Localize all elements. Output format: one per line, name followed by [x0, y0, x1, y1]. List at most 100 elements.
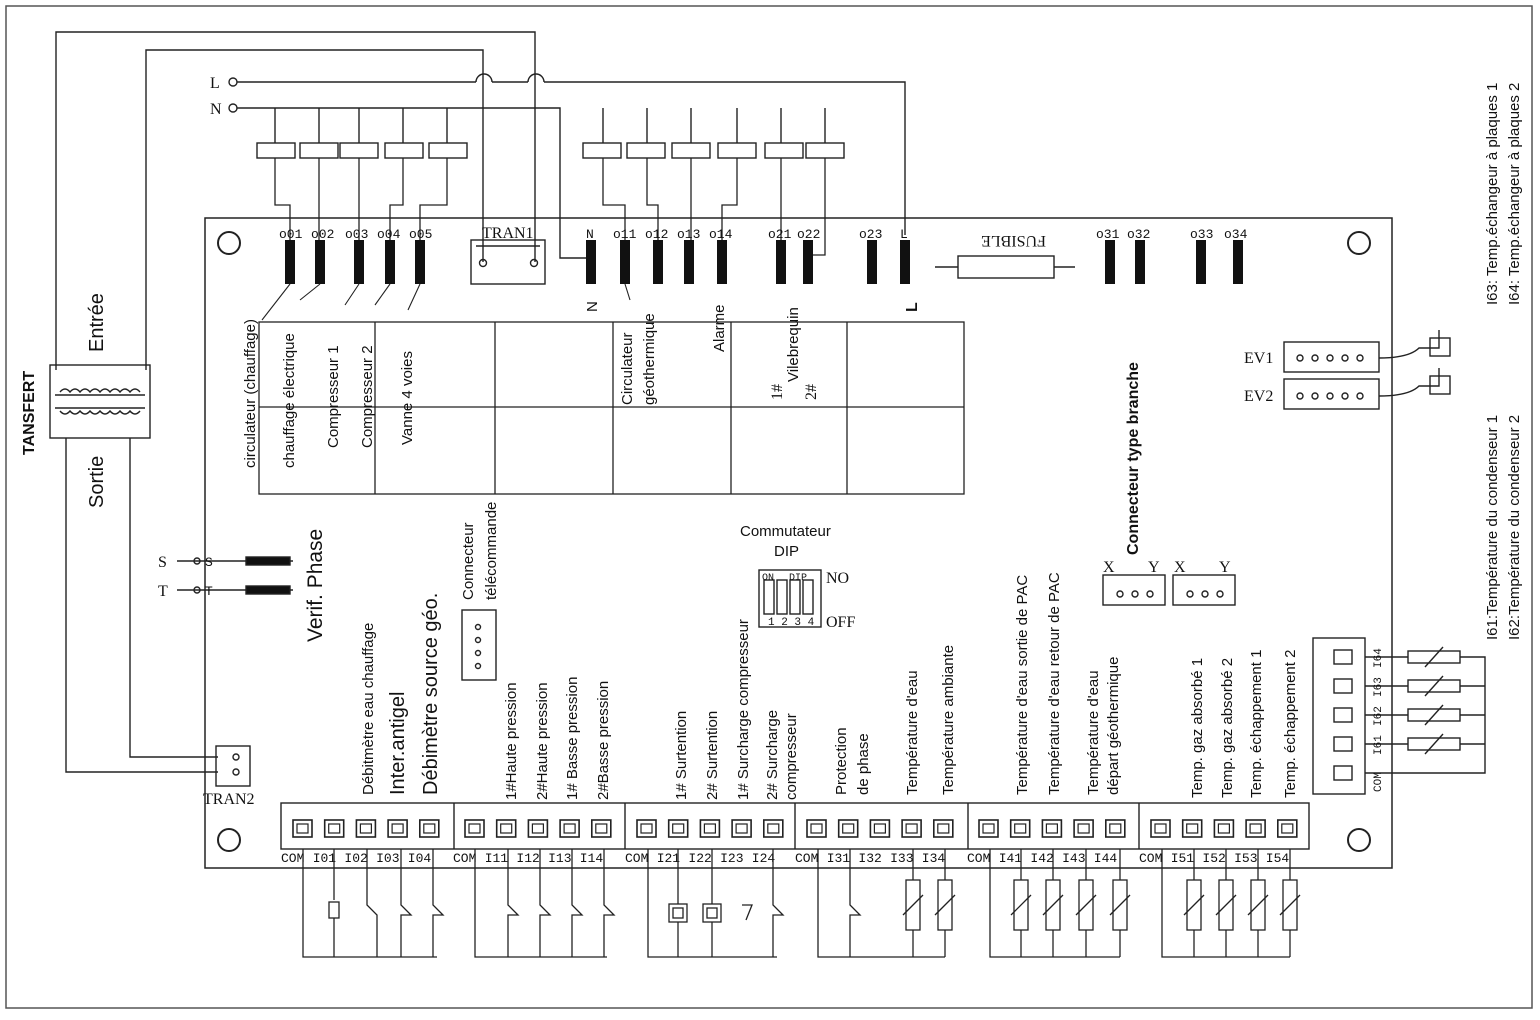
input-terminal — [495, 819, 517, 838]
input-pin-label: I43 — [1062, 851, 1085, 866]
input-debitmetre-chauffage: Débitmètre eau chauffage — [360, 623, 377, 795]
input-terminal-inner — [810, 823, 823, 834]
output-vilebrequin-2: 2# — [803, 384, 820, 400]
input-pin-label: I52 — [1202, 851, 1225, 866]
bottom-connector-strip — [280, 802, 1310, 850]
pin-label: o14 — [709, 227, 733, 242]
input-terminal-inner — [1077, 823, 1090, 834]
output-circulateur-chauffage: circulateur (chauffage) — [242, 319, 259, 468]
note-i64: I64: Temp.échangeur à plaques 2 — [1506, 83, 1523, 305]
input-terminal-inner — [982, 823, 995, 834]
pin-label: o13 — [677, 227, 700, 242]
input-terminal-inner — [595, 823, 608, 834]
transformer-sortie-label: Sortie — [86, 456, 108, 508]
dip-title-1: Commutateur — [740, 523, 831, 540]
dip-dip: DIP — [789, 573, 807, 584]
input-terminal — [559, 819, 580, 838]
input-pin-label: COM — [625, 851, 648, 866]
pin-label: o11 — [613, 227, 637, 242]
ev2-label: EV2 — [1244, 388, 1273, 405]
output-terminal-grid — [258, 321, 965, 495]
input-terminal — [636, 819, 657, 838]
input-pin-label: I03 — [376, 851, 399, 866]
input-pin-label: I01 — [313, 851, 337, 866]
mains-n-label: N — [210, 101, 222, 118]
input-terminal — [869, 819, 891, 838]
fuse — [935, 255, 1075, 279]
input-terminal — [355, 819, 377, 838]
pin-label: N — [586, 227, 594, 242]
input-terminal-inner — [1281, 823, 1294, 834]
relay-leads — [274, 158, 826, 256]
pin-label: o02 — [311, 227, 334, 242]
dip-switch — [758, 569, 822, 628]
bottom-terminals — [292, 819, 1298, 838]
pin-label: L — [900, 227, 908, 242]
input-surcharge-2a: 2# Surcharge — [764, 710, 781, 800]
side-pin: COM — [1373, 772, 1385, 792]
input-pin-label: I12 — [516, 851, 539, 866]
output-compresseur-1: Compresseur 1 — [325, 345, 342, 448]
pin-label: o12 — [645, 227, 668, 242]
mount-hole — [217, 828, 241, 852]
input-terminal — [590, 819, 612, 838]
side-pin: I61 — [1373, 735, 1385, 755]
input-terminal — [464, 819, 485, 838]
input-pin-label: COM — [453, 851, 476, 866]
output-n: N — [584, 301, 601, 312]
note-i63: I63: Temp.échangeur à plaques 1 — [1484, 83, 1501, 305]
branch-y1: Y — [1148, 559, 1160, 576]
top-pin-headers — [285, 240, 1243, 284]
input-terminal-inner — [842, 823, 855, 834]
input-terminal — [387, 819, 408, 838]
input-terminal-inner — [672, 823, 685, 834]
input-terminal-inner — [328, 823, 341, 834]
input-terminal — [901, 819, 922, 838]
input-pin-label: I51 — [1171, 851, 1195, 866]
input-pin-label: I04 — [408, 851, 432, 866]
input-terminal — [667, 819, 689, 838]
input-pin-label: I02 — [344, 851, 367, 866]
pin-label: o31 — [1096, 227, 1120, 242]
input-de-phase: de phase — [855, 733, 872, 795]
output-vanne-4-voies: Vanne 4 voies — [399, 351, 416, 445]
pin-label: o05 — [409, 227, 432, 242]
input-terminal-inner — [703, 823, 717, 834]
pin-label: o32 — [1127, 227, 1150, 242]
input-pin-label: I11 — [485, 851, 509, 866]
side-pin-labels: I64 I63 I62 I61 COM — [1373, 648, 1385, 792]
input-surcharge-1: 1# Surcharge compresseur — [735, 619, 752, 800]
tran1-block — [470, 239, 546, 285]
input-pin-label: COM — [795, 851, 818, 866]
input-pin-label: COM — [967, 851, 990, 866]
input-pin-label: COM — [281, 851, 304, 866]
tran2-label: TRAN2 — [203, 791, 255, 808]
dip-on: ON — [762, 573, 774, 584]
input-hp2: 2#Haute pression — [534, 682, 551, 800]
input-pin-label: I44 — [1094, 851, 1118, 866]
branch-x2: X — [1174, 559, 1186, 576]
branch-connectors — [1102, 574, 1236, 606]
input-terminal — [1181, 819, 1203, 838]
input-terminal — [418, 819, 440, 838]
ev1-label: EV1 — [1244, 350, 1273, 367]
input-temp-ambiante: Température ambiante — [940, 645, 957, 795]
input-pin-label: I23 — [720, 851, 743, 866]
mount-hole — [217, 231, 241, 255]
input-terminal — [1245, 819, 1266, 838]
note-i61: I61:Température du condenseur 1 — [1484, 415, 1501, 640]
telecommande-label-2: télécommande — [483, 502, 500, 600]
output-l: L — [904, 302, 921, 312]
output-vilebrequin-1: 1# — [769, 384, 786, 400]
input-terminal-inner — [359, 823, 372, 834]
input-temp-depart-geo-2: départ géothermique — [1105, 657, 1122, 795]
side-pin: I62 — [1373, 706, 1385, 726]
input-terminal-inner — [905, 823, 918, 834]
dip-off: OFF — [826, 614, 855, 631]
pin-label: o21 — [768, 227, 792, 242]
input-protection: Protection — [833, 727, 850, 795]
input-terminal-inner — [296, 823, 309, 834]
input-terminal — [1105, 819, 1126, 838]
